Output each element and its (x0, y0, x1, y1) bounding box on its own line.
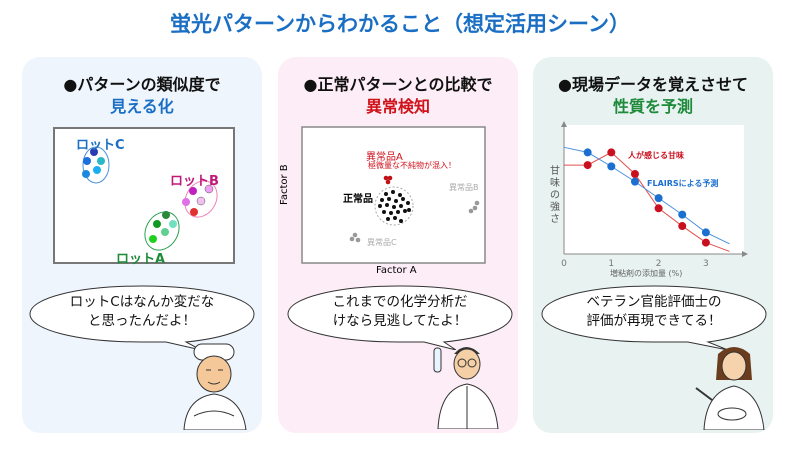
anomaly-a-label: 異常品A (366, 152, 403, 163)
x-tick-label: 2 (656, 259, 662, 269)
data-point (678, 222, 687, 231)
lot-b-point (190, 208, 198, 216)
speech-bubble: ロットCはなんか変だなと思ったんだよ！ (26, 284, 258, 350)
x-axis-label: Factor A (376, 265, 417, 276)
speech-line: けなら見逃してたよ！ (332, 313, 468, 329)
normal-region (374, 186, 414, 226)
series-label-human: 人が感じる甘味 (628, 151, 684, 160)
series-label-flairs: FLAIRSによる予測 (647, 179, 719, 188)
chart-x-label: 増粘剤の添加量 (%) (610, 269, 683, 278)
panel-heading-highlight: 異常検知 (365, 97, 430, 116)
scientist-illustration (433, 347, 499, 429)
lot-c-point (93, 166, 101, 174)
lot-c-cluster (82, 146, 110, 184)
data-point (701, 238, 710, 247)
series-line (564, 151, 730, 252)
x-tick-label: 0 (561, 259, 567, 269)
normal-label: 正常品 (343, 194, 373, 205)
anomaly-b-points (468, 200, 480, 214)
factory-worker-illustration (183, 343, 247, 430)
lot-c-label: ロットC (76, 138, 125, 153)
lot-a-point (149, 235, 157, 243)
y-axis-label: Factor B (279, 164, 290, 205)
lot-b-point (204, 184, 214, 194)
lot-a-point (153, 220, 161, 228)
lot-c-point (83, 157, 91, 165)
series-line (563, 146, 730, 245)
sweetness-line-chart: 0 1 2 3 (561, 121, 748, 269)
data-point (654, 194, 663, 203)
speech-line: ベテラン官能評価士の (586, 294, 722, 310)
data-point (630, 169, 639, 178)
lot-a-label: ロットA (116, 252, 166, 267)
speech-line: 評価が再現できてる！ (586, 313, 722, 329)
data-point (678, 210, 687, 219)
lot-scatter-plot (53, 127, 235, 264)
chart-y-label: 甘味の強さ (550, 166, 560, 225)
anomaly-c-points (349, 232, 361, 243)
speech-line: と思ったんだよ！ (88, 313, 196, 329)
speech-line: ロットCはなんか変だな (69, 294, 215, 310)
lot-b-point (182, 198, 190, 206)
normal-points (378, 190, 411, 223)
anomaly-a-note: 極微量な不純物が混入！ (368, 161, 456, 170)
data-point (630, 177, 639, 186)
lot-a-point (161, 228, 169, 236)
anomaly-scatter-plot (301, 126, 486, 264)
x-tick-label: 3 (703, 259, 709, 269)
lot-c-point (90, 148, 98, 156)
speech-bubble: ベテラン官能評価士の評価が再現できてる！ (538, 284, 770, 350)
anomaly-a-points (383, 175, 393, 185)
lot-a-point (169, 220, 177, 228)
lot-b-point (189, 187, 197, 195)
data-point (583, 148, 592, 157)
data-point (607, 162, 616, 171)
lot-b-cluster (184, 180, 218, 218)
page-title: 蛍光パターンからわかること（想定活用シーン） (170, 12, 630, 36)
anomaly-c-label: 異常品C (367, 238, 397, 247)
lot-b-label: ロットB (170, 174, 219, 189)
anomaly-b-label: 異常品B (449, 183, 479, 192)
data-point (607, 148, 616, 157)
data-point (701, 228, 710, 237)
lot-c-point (82, 170, 90, 178)
panel-heading: ●現場データを覚えさせて (558, 75, 748, 94)
plot-area (564, 125, 744, 254)
lot-b-point (196, 196, 206, 206)
taster-illustration (695, 347, 765, 430)
panel-heading: ●パターンの類似度で (63, 75, 221, 94)
data-point (654, 204, 663, 213)
speech-bubble: これまでの化学分析だけなら見逃してたよ！ (284, 284, 516, 350)
axes (563, 123, 744, 255)
panel-heading: ●正常パターンとの比較で (303, 75, 493, 94)
panel-heading-highlight: 性質を予測 (612, 97, 693, 116)
lot-a-cluster (144, 211, 180, 251)
x-tick-label: 1 (608, 259, 614, 269)
lot-a-point (162, 211, 170, 219)
lot-c-point (97, 157, 105, 165)
speech-line: これまでの化学分析だ (332, 294, 468, 310)
data-point (583, 161, 592, 170)
panel-heading-highlight: 見える化 (110, 97, 174, 116)
